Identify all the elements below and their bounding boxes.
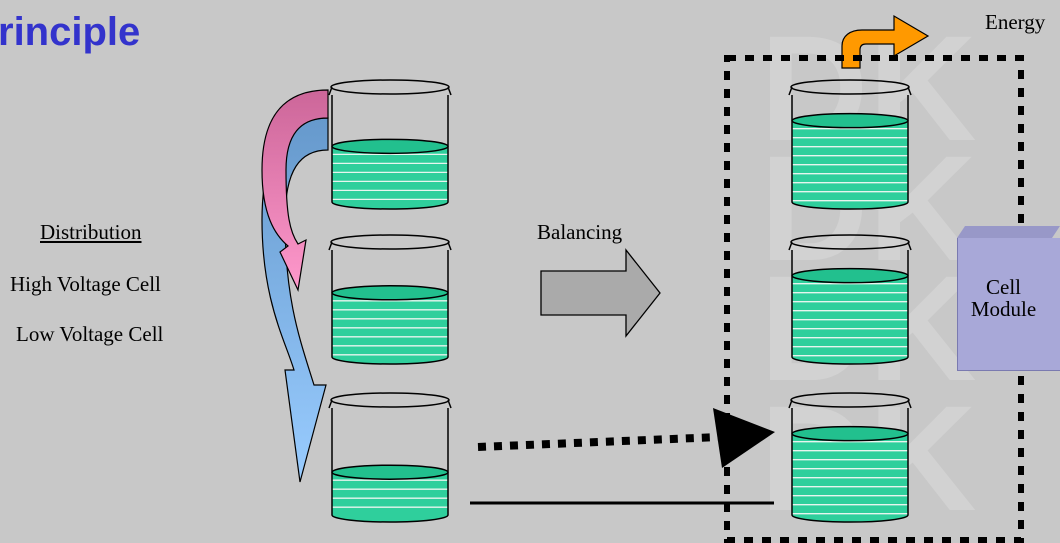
page-title: rinciple [0, 10, 141, 54]
cell-module-top [957, 226, 1060, 238]
cell-module-label-line2: Module [970, 297, 1037, 321]
high-voltage-arrow [261, 89, 329, 293]
cell-after-2 [788, 234, 912, 365]
balancing-label: Balancing [537, 220, 623, 244]
low-voltage-label: Low Voltage Cell [16, 322, 164, 346]
distribution-arrows [261, 89, 329, 483]
energy-label: Energy [985, 10, 1046, 34]
cell-module-label: Cell Module [957, 276, 1050, 320]
cell-before-3 [328, 392, 452, 523]
cell-after-1 [788, 79, 912, 210]
distribution-label: Distribution [40, 220, 142, 244]
high-voltage-label: High Voltage Cell [10, 272, 161, 296]
transfer-arrowhead [713, 408, 775, 468]
cell-module-label-line1: Cell [986, 275, 1021, 299]
cell-before-1 [328, 79, 452, 210]
dotted-transfer-line [477, 433, 721, 451]
cell-module-box [957, 238, 1060, 371]
cell-before-2 [328, 234, 452, 365]
cell-after-3 [788, 392, 912, 523]
balancing-arrow [540, 248, 661, 338]
energy-arrow [841, 14, 930, 69]
